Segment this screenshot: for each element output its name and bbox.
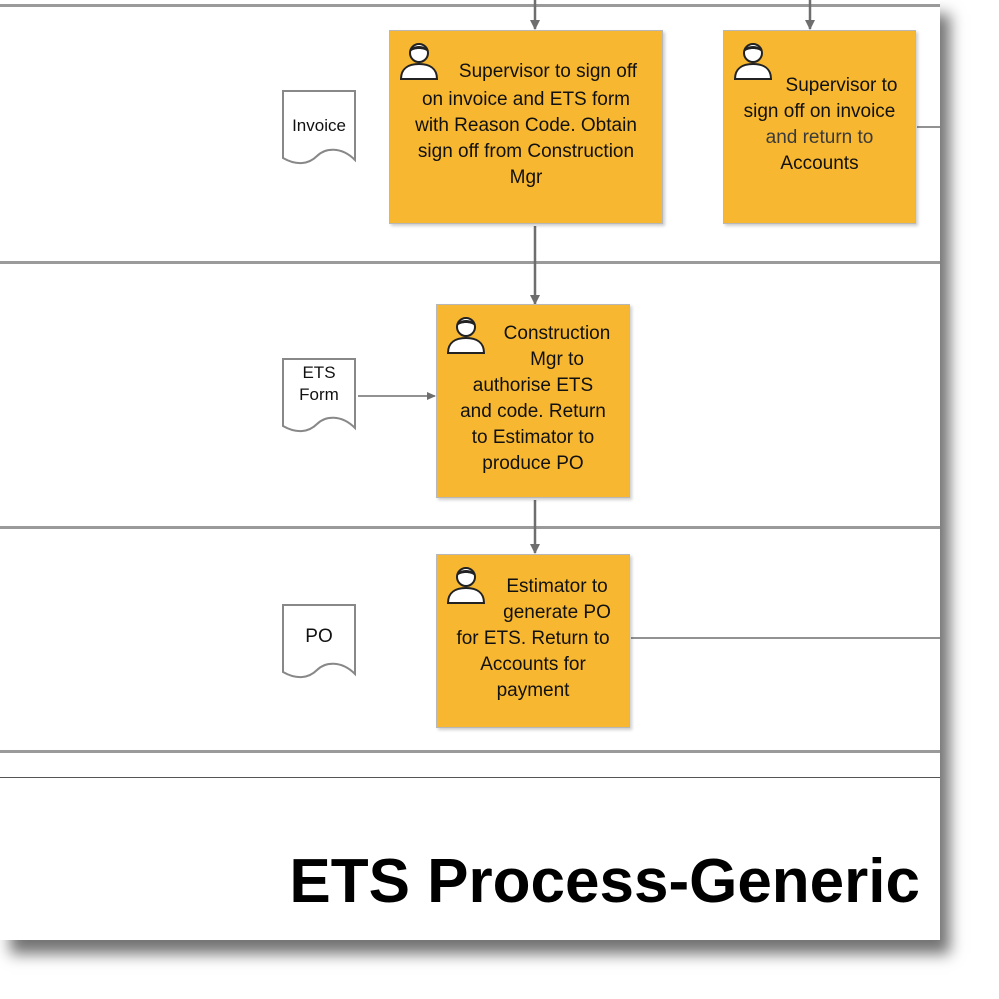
diagram-title: ETS Process-Generic: [289, 847, 920, 916]
task-text-line: Mgr: [509, 167, 543, 188]
document-invoice-label: Invoice: [292, 116, 346, 135]
task-text-line: Accounts for: [480, 654, 586, 675]
task-supervisor-sign-off-accounts: Supervisor to sign off on invoice and re…: [723, 30, 916, 224]
task-text-line: sign off on invoice: [743, 101, 896, 122]
document-shape: [282, 90, 356, 164]
task-text-line: Supervisor to: [785, 75, 898, 96]
person-icon: [399, 43, 439, 80]
task-estimator-generate-po: Estimator to generate PO for ETS. Return…: [436, 554, 630, 728]
task-text-line: Construction: [503, 323, 611, 344]
task-text-line: generate PO: [503, 602, 611, 623]
lane-divider-top: [0, 4, 940, 7]
person-icon: [446, 567, 486, 604]
document-po-label: PO: [305, 626, 333, 647]
person-icon: [446, 317, 486, 354]
task-construction-mgr-authorise: Construction Mgr to authorise ETS and co…: [436, 304, 630, 498]
document-po: PO: [279, 602, 359, 684]
task-text-line: with Reason Code. Obtain: [415, 115, 637, 136]
document-shape: [282, 604, 356, 678]
document-ets-form-label-line1: ETS: [302, 363, 336, 382]
document-ets-form: ETS Form: [279, 356, 359, 438]
title-divider: [0, 777, 940, 778]
task-text-line: on invoice and ETS form: [421, 89, 631, 110]
task-text-line: payment: [496, 680, 570, 701]
task-text-line: for ETS. Return to: [456, 628, 610, 649]
task-text-line: produce PO: [482, 453, 584, 474]
connectors: [358, 0, 940, 639]
task-text-line: to Estimator to: [471, 427, 595, 448]
lane-divider: [0, 750, 940, 753]
task-text-line: authorise ETS: [472, 375, 594, 396]
task-text-line: sign off from Construction: [417, 141, 635, 162]
diagram-page: Invoice ETS Form PO Supervisor to sign o…: [0, 0, 940, 916]
document-ets-form-label-line2: Form: [299, 385, 339, 404]
lane-divider: [0, 526, 940, 529]
task-text-line: Supervisor to sign off: [458, 61, 638, 82]
task-text-line: and code. Return: [460, 401, 606, 422]
document-shape: [282, 358, 356, 432]
task-text-line: Mgr to: [530, 349, 584, 370]
lane-divider: [0, 261, 940, 264]
task-supervisor-sign-off-construction: Supervisor to sign off on invoice and ET…: [389, 30, 663, 224]
task-text-line: Estimator to: [506, 576, 608, 597]
task-text-line: Accounts: [780, 153, 859, 174]
person-icon: [733, 43, 773, 80]
task-text-line: and return to: [765, 127, 874, 148]
document-invoice: Invoice: [279, 88, 359, 170]
